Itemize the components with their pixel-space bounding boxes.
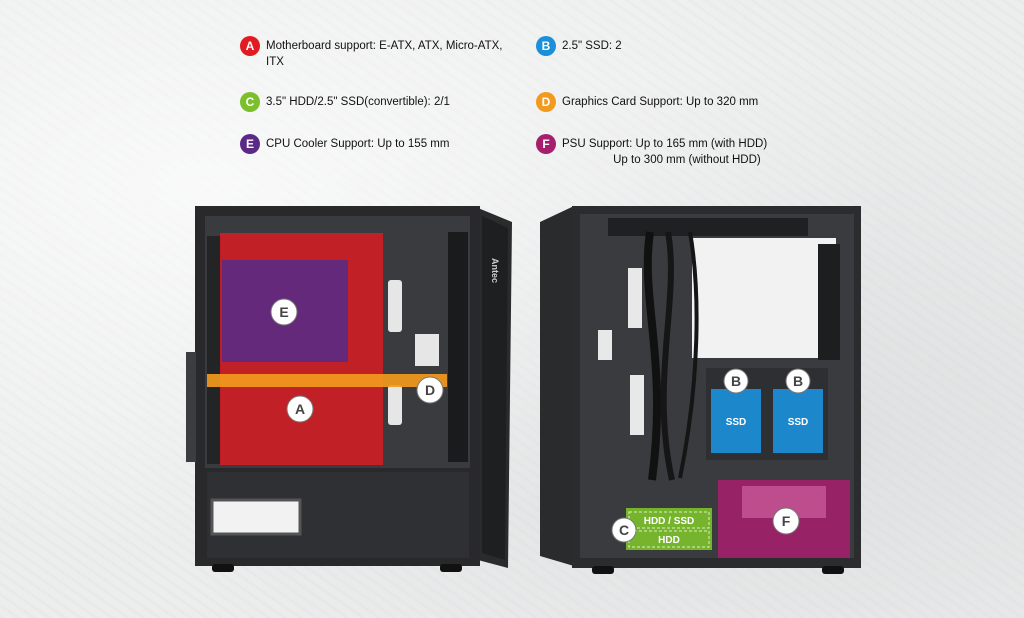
spec-c-text: 3.5" HDD/2.5" SSD(convertible): 2/1 bbox=[266, 96, 450, 108]
spec-b-text: 2.5" SSD: 2 bbox=[562, 40, 622, 52]
spec-f: F PSU Support: Up to 165 mm (with HDD) U… bbox=[536, 134, 768, 168]
marker-a: A bbox=[286, 395, 314, 423]
spec-e-text: CPU Cooler Support: Up to 155 mm bbox=[266, 138, 450, 150]
badge-b: B bbox=[536, 36, 556, 56]
marker-f-label: F bbox=[782, 513, 791, 529]
bay-top-label: HDD / SSD bbox=[644, 516, 695, 527]
marker-d: D bbox=[416, 376, 444, 404]
badge-f: F bbox=[536, 134, 556, 154]
left-case: Antec E A D bbox=[186, 206, 512, 572]
highlight-hdd-bay bbox=[626, 508, 712, 550]
marker-b-1-label: B bbox=[731, 373, 741, 389]
tray-cutout bbox=[692, 238, 836, 358]
badge-a: A bbox=[240, 36, 260, 56]
highlight-graphics-card bbox=[207, 374, 447, 387]
right-case: SSD SSD HDD / SSD HDD B B C F bbox=[540, 206, 861, 574]
badge-c: C bbox=[240, 92, 260, 112]
spec-a-text: Motherboard support: E-ATX, ATX, Micro-A… bbox=[266, 40, 503, 68]
marker-e-label: E bbox=[279, 304, 288, 320]
spec-e: E CPU Cooler Support: Up to 155 mm bbox=[240, 134, 450, 154]
spec-d-text: Graphics Card Support: Up to 320 mm bbox=[562, 96, 759, 108]
bay-bottom-label: HDD bbox=[658, 535, 680, 546]
marker-a-label: A bbox=[295, 401, 305, 417]
badge-d: D bbox=[536, 92, 556, 112]
ssd-slot-1 bbox=[711, 389, 761, 453]
ssd-slot-1-label: SSD bbox=[726, 417, 747, 428]
spec-c: C 3.5" HDD/2.5" SSD(convertible): 2/1 bbox=[240, 92, 450, 112]
badge-e: E bbox=[240, 134, 260, 154]
spec-a: A Motherboard support: E-ATX, ATX, Micro… bbox=[240, 36, 503, 70]
marker-b-1: B bbox=[723, 368, 749, 394]
marker-b-2-label: B bbox=[793, 373, 803, 389]
ssd-slot-2 bbox=[773, 389, 823, 453]
marker-c: C bbox=[611, 517, 637, 543]
marker-f: F bbox=[772, 507, 800, 535]
spec-d: D Graphics Card Support: Up to 320 mm bbox=[536, 92, 759, 112]
spec-b: B 2.5" SSD: 2 bbox=[536, 36, 622, 56]
marker-d-label: D bbox=[425, 382, 435, 398]
brand-logo: Antec bbox=[490, 258, 500, 283]
marker-e: E bbox=[270, 298, 298, 326]
ssd-slot-2-label: SSD bbox=[788, 417, 809, 428]
marker-b-2: B bbox=[785, 368, 811, 394]
marker-c-label: C bbox=[619, 522, 629, 538]
spec-f-text: PSU Support: Up to 165 mm (with HDD) Up … bbox=[562, 138, 768, 166]
